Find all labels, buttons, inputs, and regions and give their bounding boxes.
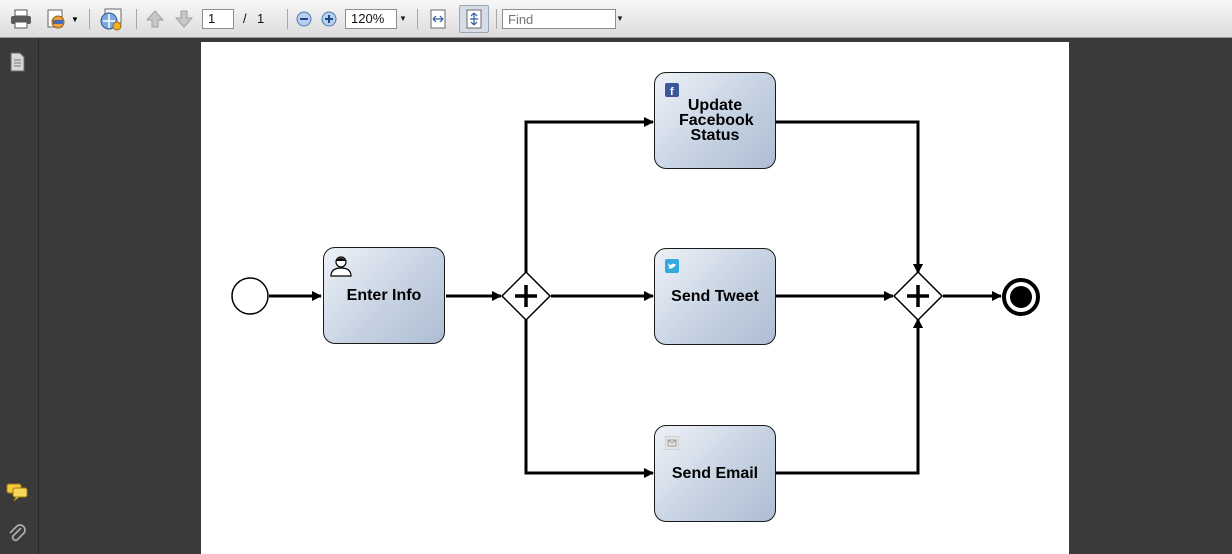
zoom-out-button[interactable] bbox=[294, 7, 314, 31]
comments-panel-button[interactable] bbox=[5, 480, 29, 504]
task-update-facebook-status[interactable]: f Update Facebook Status bbox=[654, 72, 776, 169]
task-send-tweet[interactable]: Send Tweet bbox=[654, 248, 776, 345]
toolbar-divider bbox=[89, 9, 90, 29]
toolbar-divider bbox=[287, 9, 288, 29]
fit-width-icon bbox=[430, 9, 446, 29]
next-page-icon bbox=[174, 10, 194, 28]
twitter-icon bbox=[665, 259, 679, 273]
task-label: Update Facebook Status bbox=[679, 97, 754, 144]
task-label: Enter Info bbox=[346, 287, 422, 304]
zoom-level-input[interactable]: 120% bbox=[345, 9, 397, 29]
flow-email-to-join bbox=[776, 318, 923, 475]
parallel-split-gateway bbox=[500, 270, 552, 322]
navigation-sidebar bbox=[0, 38, 39, 554]
toolbar-divider bbox=[417, 9, 418, 29]
print-icon bbox=[11, 9, 31, 29]
attachments-panel-button[interactable] bbox=[5, 522, 29, 546]
find-input[interactable] bbox=[502, 9, 616, 29]
print-options-icon bbox=[47, 9, 65, 29]
user-task-icon bbox=[330, 256, 352, 277]
find-options-button[interactable]: ▼ bbox=[616, 14, 624, 23]
svg-text:f: f bbox=[670, 86, 674, 97]
task-label: Send Tweet bbox=[671, 288, 759, 305]
next-page-button[interactable] bbox=[172, 7, 196, 31]
task-label: Send Email bbox=[671, 465, 759, 482]
task-enter-info[interactable]: Enter Info bbox=[323, 247, 445, 344]
collaborate-button[interactable] bbox=[97, 7, 127, 31]
start-event bbox=[231, 277, 269, 315]
bpmn-diagram bbox=[231, 117, 1040, 478]
parallel-join-gateway bbox=[892, 270, 944, 322]
flow-split-to-email bbox=[524, 319, 654, 478]
flow-facebook-to-join bbox=[776, 120, 923, 274]
previous-page-button[interactable] bbox=[143, 7, 167, 31]
chevron-down-icon: ▼ bbox=[71, 14, 79, 24]
zoom-out-icon bbox=[296, 11, 312, 27]
email-icon bbox=[665, 436, 679, 450]
fit-width-button[interactable] bbox=[426, 7, 450, 31]
fit-page-icon bbox=[466, 9, 482, 29]
pages-panel-button[interactable] bbox=[5, 50, 29, 74]
sequence-flows bbox=[269, 117, 1002, 478]
comments-icon bbox=[6, 483, 28, 502]
pages-icon bbox=[10, 52, 25, 72]
toolbar-divider bbox=[496, 9, 497, 29]
flow-split-to-facebook bbox=[524, 117, 654, 273]
facebook-icon: f bbox=[665, 83, 679, 97]
fit-page-button[interactable] bbox=[459, 5, 489, 33]
zoom-dropdown-button[interactable]: ▼ bbox=[399, 14, 407, 23]
attachments-icon bbox=[9, 524, 26, 542]
toolbar: ▼ 1 / 1 120% ▼ ▼ bbox=[0, 0, 1232, 38]
page-number-input[interactable]: 1 bbox=[202, 9, 234, 29]
page-separator: / bbox=[243, 11, 247, 26]
document-page: Enter Info f Update Facebook Status Send… bbox=[201, 42, 1069, 554]
toolbar-divider bbox=[136, 9, 137, 29]
total-pages: 1 bbox=[257, 11, 265, 26]
zoom-in-button[interactable] bbox=[319, 7, 339, 31]
zoom-in-icon bbox=[321, 11, 337, 27]
collaborate-icon bbox=[100, 8, 122, 31]
previous-page-icon bbox=[145, 10, 165, 28]
print-button[interactable] bbox=[8, 7, 34, 31]
task-send-email[interactable]: Send Email bbox=[654, 425, 776, 522]
print-options-button[interactable]: ▼ bbox=[44, 7, 80, 31]
end-event bbox=[1002, 278, 1040, 316]
